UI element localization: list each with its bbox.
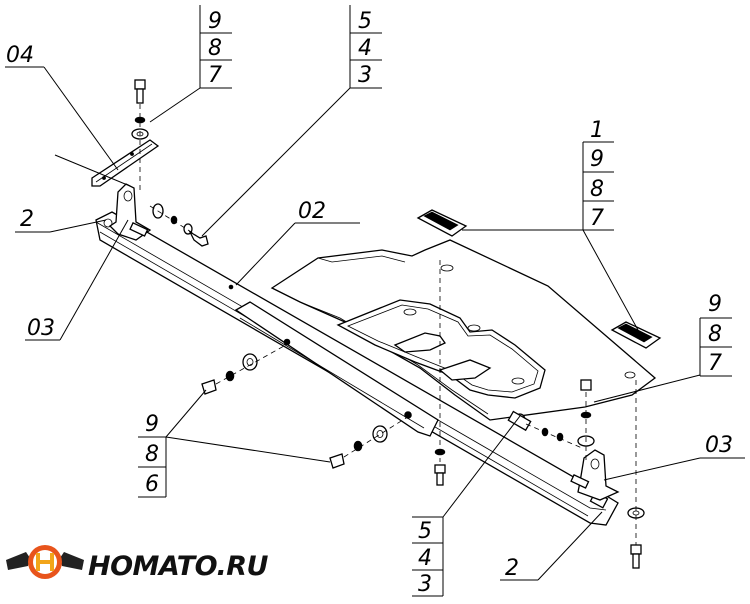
callout-stack-mid-left: 9 8 6 — [138, 412, 167, 498]
callout-9: 9 — [708, 292, 722, 317]
label-2-left: 2 — [20, 207, 34, 232]
fastener-stack-top-left — [131, 79, 149, 190]
callout-stack-top-right: 1 9 8 7 — [582, 118, 614, 231]
callout-3: 3 — [358, 63, 372, 88]
logo-wing-right — [60, 552, 84, 570]
label-2-right: 2 — [505, 556, 519, 581]
leader-lines — [5, 66, 745, 581]
bracket-right — [570, 449, 620, 501]
callout-7: 7 — [590, 206, 604, 231]
callout-9: 9 — [145, 412, 159, 437]
callout-stack-mid-right: 9 8 7 — [699, 292, 732, 377]
clip-nut-upper — [416, 209, 468, 237]
fastener-stack-top-center — [149, 203, 209, 247]
fastener-stack-right — [507, 379, 595, 460]
callout-8: 8 — [145, 442, 159, 467]
skid-plate — [270, 239, 657, 421]
clip-nut-lower — [610, 321, 662, 349]
brand-logo — [6, 545, 84, 579]
callout-3: 3 — [418, 572, 432, 597]
logo-wing-left — [6, 552, 30, 570]
callout-4: 4 — [418, 546, 432, 571]
label-02: 02 — [298, 199, 326, 224]
callout-5: 5 — [418, 519, 432, 544]
fastener-stack-bottom-right — [627, 380, 645, 569]
fastener-stack-lower-left — [329, 417, 407, 469]
callout-6: 6 — [145, 472, 159, 497]
callout-7: 7 — [208, 63, 222, 88]
label-03-left: 03 — [27, 316, 55, 341]
callout-8: 8 — [708, 322, 722, 347]
brand-name: HOMATO.RU — [88, 551, 269, 582]
label-04: 04 — [6, 43, 34, 68]
callout-stack-top-center: 5 4 3 — [349, 5, 382, 89]
callout-8: 8 — [590, 177, 604, 202]
callout-stack-top-left: 9 8 7 — [199, 5, 232, 89]
callout-1: 1 — [590, 118, 604, 143]
callout-7: 7 — [708, 351, 722, 376]
fastener-stack-mid-left — [201, 345, 285, 395]
callout-5: 5 — [358, 9, 372, 34]
callout-9: 9 — [208, 9, 222, 34]
fastener-stack-bottom-center — [434, 260, 446, 486]
callout-8: 8 — [208, 36, 222, 61]
callout-9: 9 — [590, 147, 604, 172]
callout-stack-bottom-center: 5 4 3 — [412, 516, 444, 597]
callout-4: 4 — [358, 36, 372, 61]
label-03-right: 03 — [705, 433, 733, 458]
bracket-left — [103, 183, 152, 241]
